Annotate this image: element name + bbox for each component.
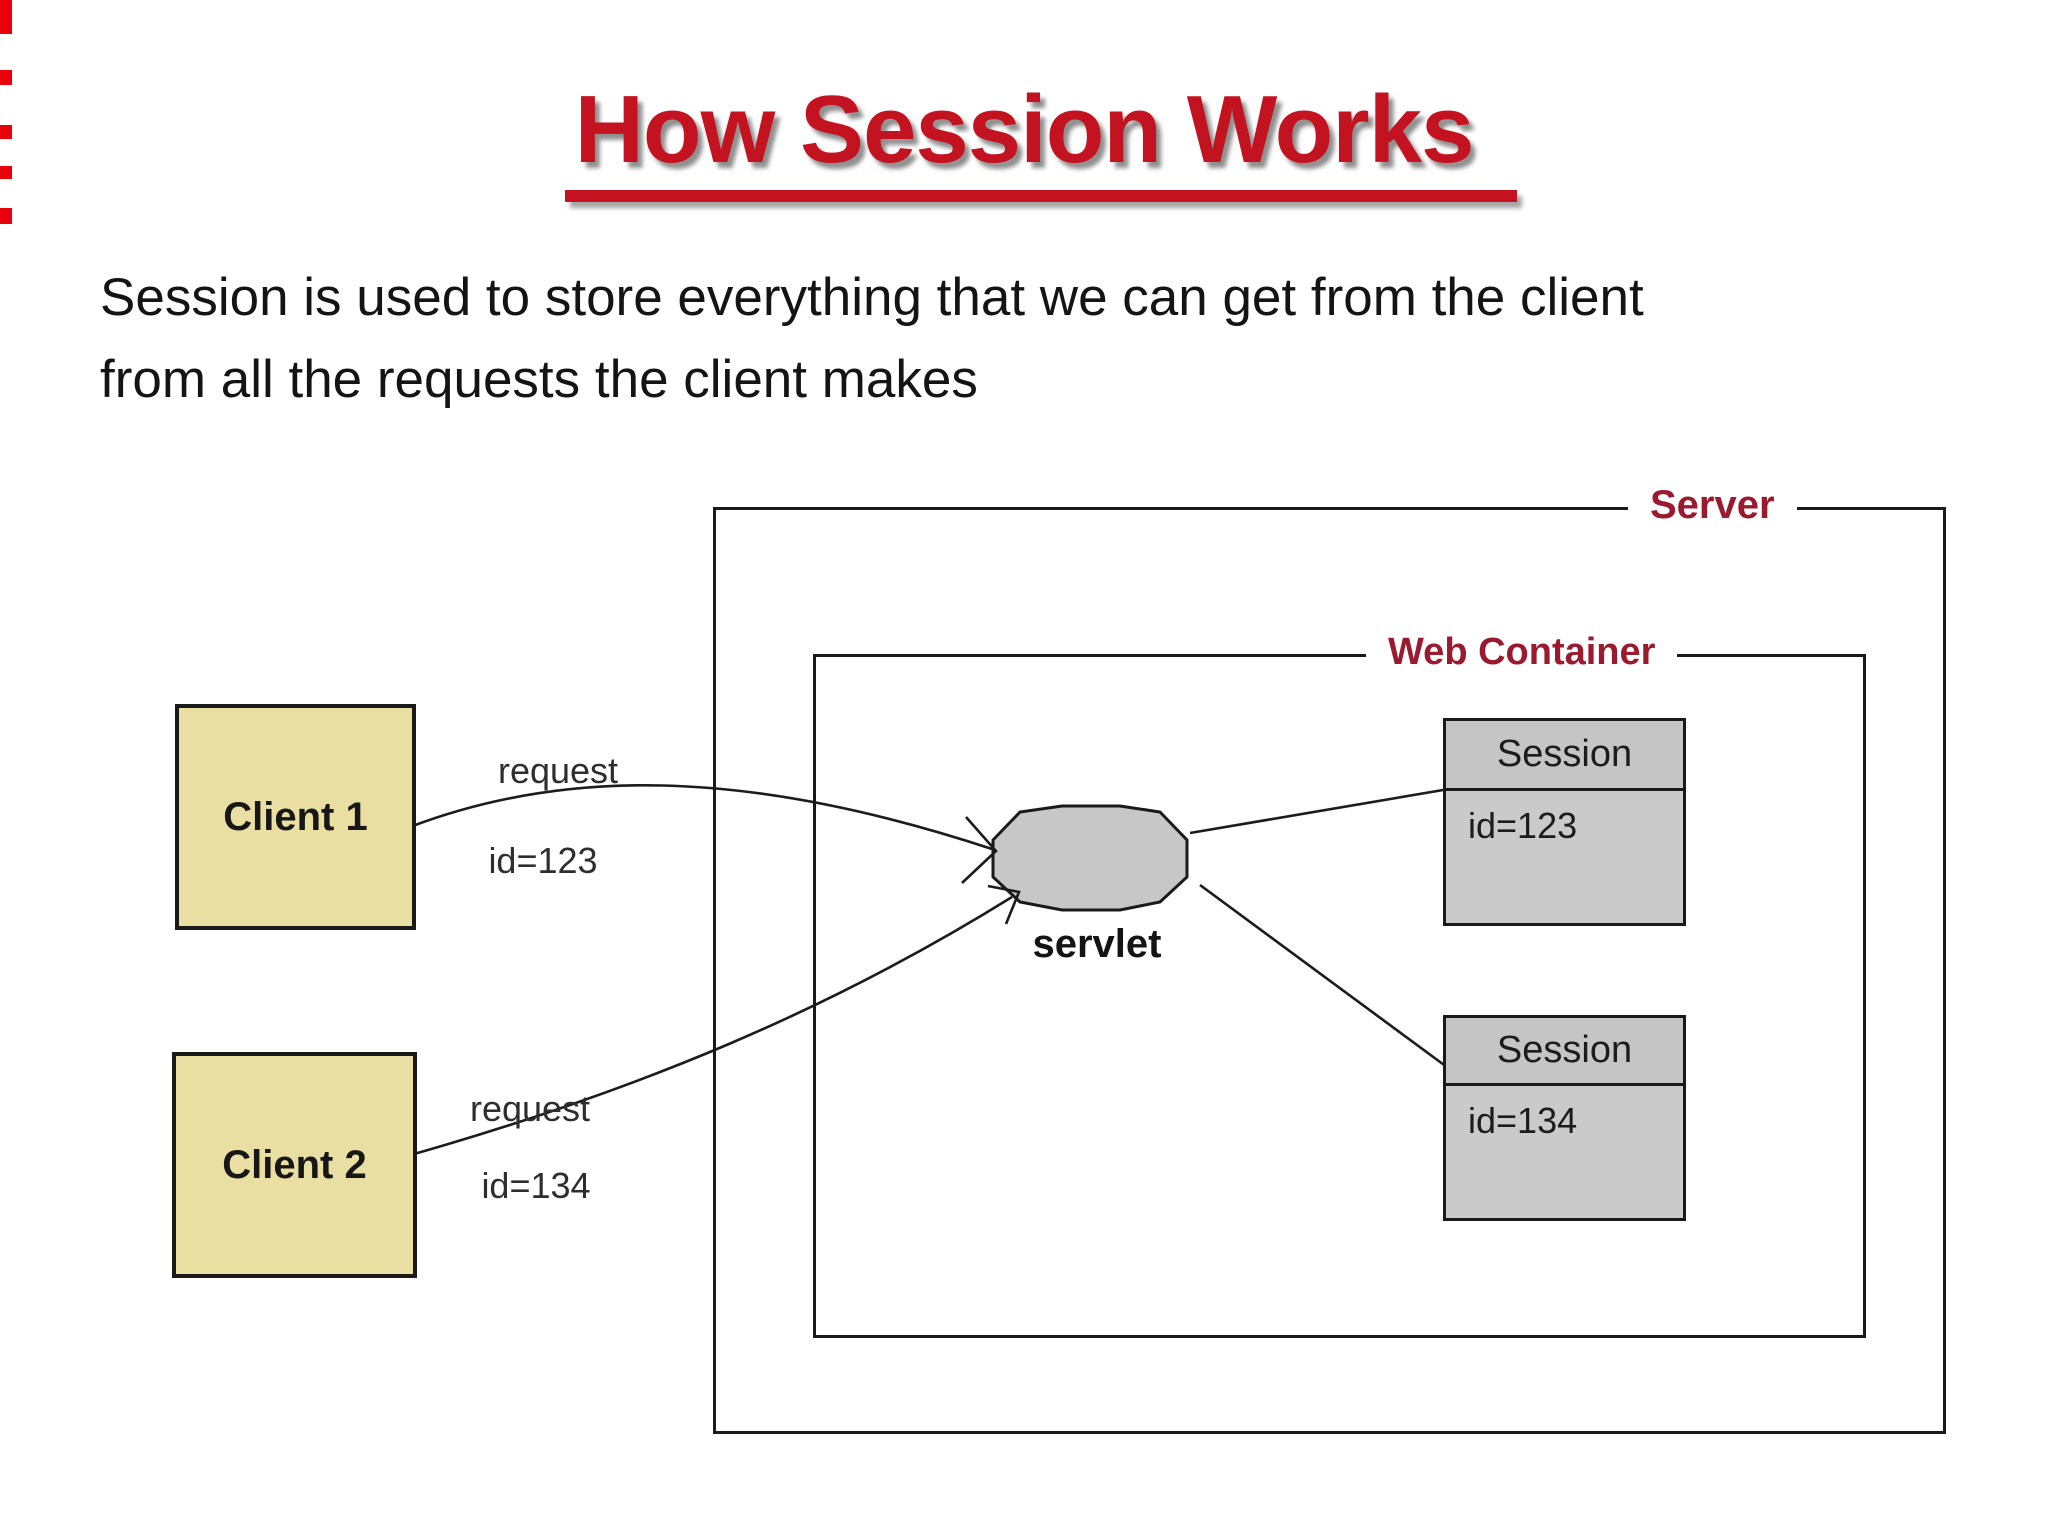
left-edge-red-mark [0,0,12,34]
servlet-hexagon [991,804,1189,912]
left-edge-red-mark [0,208,12,224]
title-underline [565,190,1517,202]
arrowhead-icon [961,816,998,884]
slide-title: How Session Works [574,76,1475,183]
client2-label: Client 2 [222,1142,367,1187]
client1-request-label: request [497,750,619,791]
session1-box: Session id=123 [1443,718,1686,926]
web-container-label: Web Container [1366,632,1678,672]
server-label: Server [1628,485,1797,525]
left-edge-red-mark [0,125,12,139]
session1-title: Session [1446,721,1683,791]
session1-id-value: id=123 [1468,805,1578,846]
session2-box: Session id=134 [1443,1015,1686,1221]
client1-label: Client 1 [223,794,368,839]
body-text-line-1: Session is used to store everything that… [100,268,1644,327]
client1-request-curve [409,784,993,851]
client2-request-label: request [469,1088,591,1129]
servlet-to-session2-line [1199,883,1456,1075]
servlet-to-session1-line [1189,786,1456,835]
client2-request-curve [406,895,1013,1158]
client2-id-label: id=134 [481,1165,591,1206]
arrowhead-icon [987,884,1021,925]
server-box [713,507,1946,1434]
client1-id-label: id=123 [488,840,598,881]
session2-title: Session [1446,1018,1683,1086]
client1-box: Client 1 [175,704,416,930]
body-text-line-2: from all the requests the client makes [100,350,978,409]
servlet-label: servlet [1032,922,1162,966]
client2-box: Client 2 [172,1052,417,1278]
left-edge-red-mark [0,166,12,179]
web-container-box [813,654,1866,1338]
left-edge-red-mark [0,70,12,85]
session2-id-value: id=134 [1468,1100,1578,1141]
